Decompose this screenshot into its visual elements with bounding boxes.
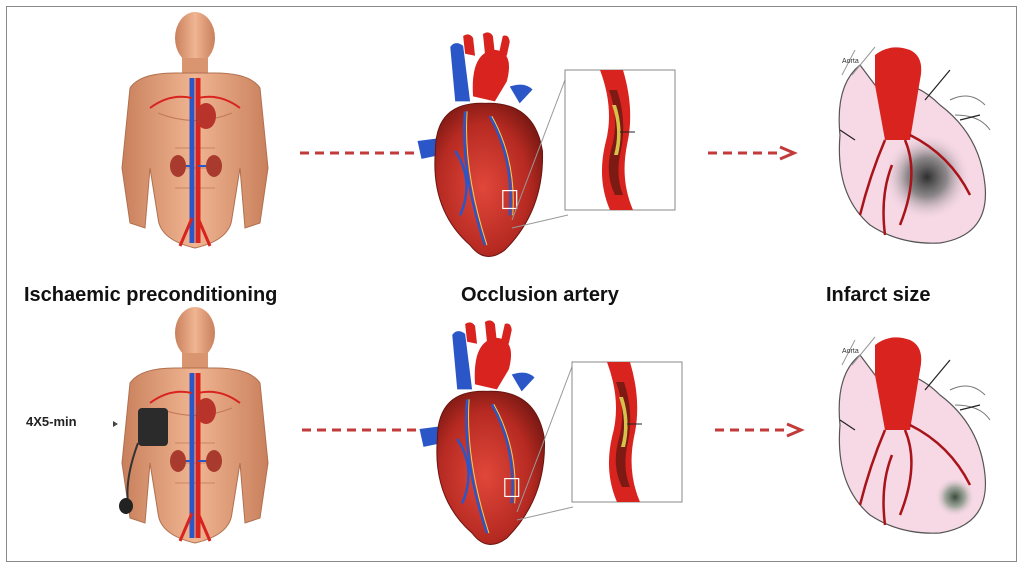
cuff-protocol-label: 4X5-min: [26, 414, 77, 429]
aorta-label-top: Aorta: [842, 58, 859, 65]
dashed-arrow-top: [708, 146, 798, 160]
occluded-artery-icon-top: [565, 70, 677, 212]
dashed-connector-top: [300, 148, 420, 158]
aorta-label-bottom: Aorta: [842, 348, 859, 355]
small-pointer-icon: [112, 420, 120, 428]
inset-lines-top: [510, 70, 570, 240]
infarct-heart-diagram-bottom: Aorta: [830, 335, 1000, 545]
occluded-artery-icon-bottom: [572, 362, 684, 504]
infarct-size-label: Infarct size: [826, 284, 930, 307]
dashed-connector-bottom: [302, 425, 422, 435]
infarct-heart-diagram-top: Aorta: [830, 45, 1000, 255]
human-torso-with-cuff-icon: [120, 313, 270, 545]
inset-lines-bottom: [515, 362, 575, 532]
ischaemic-preconditioning-label: Ischaemic preconditioning: [24, 284, 277, 307]
occlusion-artery-label: Occlusion artery: [461, 284, 619, 307]
dashed-arrow-bottom: [715, 423, 805, 437]
human-torso-icon: [120, 18, 270, 250]
